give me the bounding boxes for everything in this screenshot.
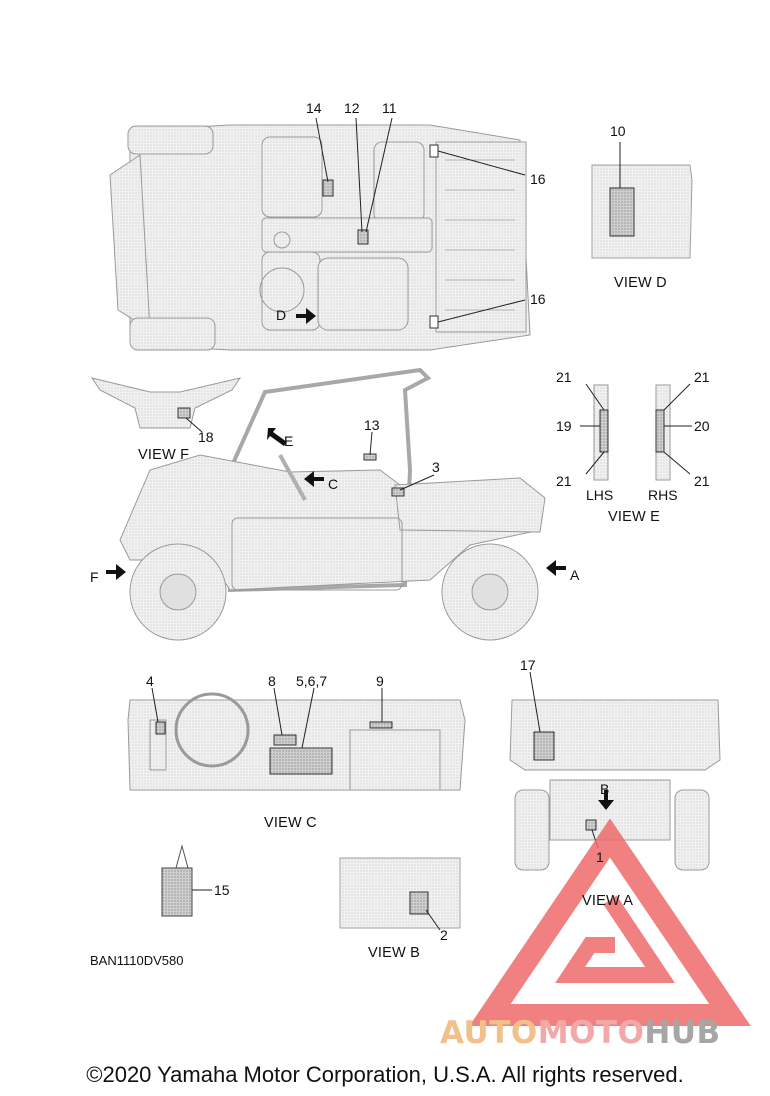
diagram-code: BAN1110DV580 bbox=[90, 953, 184, 968]
watermark-part-auto: AUTO bbox=[440, 1015, 538, 1051]
callout-21-rhs-bottom: 21 bbox=[694, 473, 710, 489]
view-e-title: VIEW E bbox=[608, 509, 660, 525]
view-b-title: VIEW B bbox=[368, 945, 420, 961]
view-e-illustration bbox=[580, 383, 692, 481]
decal-14 bbox=[322, 179, 334, 197]
decal-9 bbox=[369, 721, 393, 729]
copyright-notice: ©2020 Yamaha Motor Corporation, U.S.A. A… bbox=[86, 1062, 684, 1087]
decal-16-top bbox=[429, 144, 439, 158]
watermark-text: AUTOMOTOHUB bbox=[440, 1015, 721, 1051]
callout-8: 8 bbox=[268, 673, 276, 689]
view-c-leaders bbox=[151, 687, 383, 749]
callout-20: 20 bbox=[694, 418, 710, 434]
callout-21-lhs-top: 21 bbox=[556, 369, 572, 385]
arrow-c-icon bbox=[304, 471, 324, 487]
view-f-title: VIEW F bbox=[138, 447, 190, 463]
view-d-title: VIEW D bbox=[614, 275, 667, 291]
view-d-illustration bbox=[591, 142, 693, 259]
top-view-vehicle bbox=[109, 124, 531, 351]
callout-16-top: 16 bbox=[530, 171, 546, 187]
callout-9: 9 bbox=[376, 673, 384, 689]
rhs-label: RHS bbox=[648, 487, 678, 503]
arrow-e-icon bbox=[267, 428, 287, 446]
callout-17: 17 bbox=[520, 657, 536, 673]
arrow-d-icon bbox=[296, 308, 316, 324]
side-view-leaders bbox=[369, 431, 435, 491]
callout-2: 2 bbox=[440, 927, 448, 943]
decal-3 bbox=[391, 487, 405, 497]
top-view-leaders bbox=[315, 117, 526, 323]
arrow-f-label: F bbox=[90, 569, 99, 585]
decal-1 bbox=[585, 819, 597, 831]
decal-8 bbox=[273, 734, 297, 746]
callout-21-rhs-top: 21 bbox=[694, 369, 710, 385]
view-b-illustration bbox=[339, 857, 461, 931]
callout-19: 19 bbox=[556, 418, 572, 434]
callout-1: 1 bbox=[596, 849, 604, 865]
callout-10: 10 bbox=[610, 123, 626, 139]
watermark-part-hub: HUB bbox=[644, 1015, 721, 1051]
callout-3: 3 bbox=[432, 459, 440, 475]
arrow-e-label: E bbox=[284, 433, 294, 449]
callout-21-lhs-bottom: 21 bbox=[556, 473, 572, 489]
callout-11: 11 bbox=[382, 100, 397, 116]
callout-13: 13 bbox=[364, 417, 380, 433]
view-c-title: VIEW C bbox=[264, 815, 317, 831]
arrow-a-label: A bbox=[570, 567, 580, 583]
callout-4: 4 bbox=[146, 673, 154, 689]
callout-16-bottom: 16 bbox=[530, 291, 546, 307]
watermark-part-moto: MOTO bbox=[537, 1015, 645, 1051]
decal-5-6-7 bbox=[269, 747, 333, 775]
lhs-label: LHS bbox=[586, 487, 614, 503]
decal-16-bottom bbox=[429, 315, 439, 329]
arrow-d-label: D bbox=[276, 307, 287, 323]
view-f-illustration bbox=[90, 377, 242, 433]
arrow-b-label: B bbox=[600, 781, 610, 797]
callout-18: 18 bbox=[198, 429, 214, 445]
callout-14: 14 bbox=[306, 100, 322, 116]
callout-15: 15 bbox=[214, 882, 230, 898]
automotohub-logo bbox=[469, 818, 751, 1026]
arrow-a-icon bbox=[546, 560, 566, 576]
side-view-vehicle bbox=[119, 367, 546, 641]
arrow-b-icon bbox=[598, 790, 614, 810]
arrow-c-label: C bbox=[328, 476, 339, 492]
view-a-title: VIEW A bbox=[582, 893, 634, 909]
decal-17 bbox=[533, 731, 555, 761]
tag-15-illustration bbox=[161, 844, 212, 917]
decal-4 bbox=[155, 721, 166, 735]
arrow-f-icon bbox=[106, 564, 126, 580]
callout-12: 12 bbox=[344, 100, 360, 116]
decal-11-12 bbox=[357, 229, 369, 245]
callout-5-6-7: 5,6,7 bbox=[296, 673, 328, 689]
